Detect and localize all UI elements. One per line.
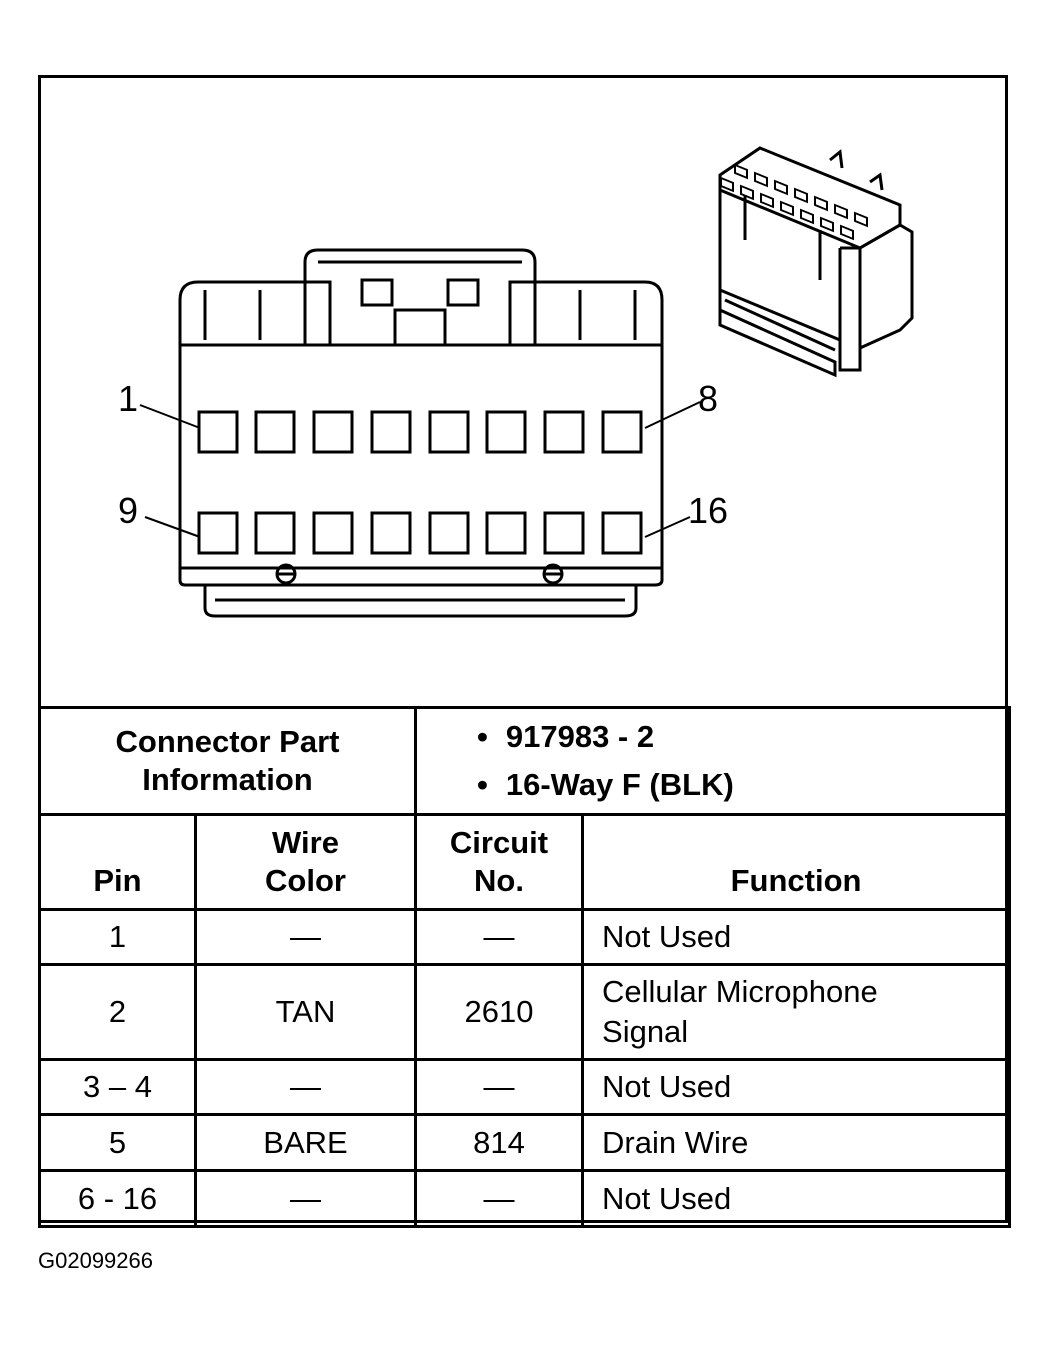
function-cell: Not Used bbox=[581, 908, 1012, 966]
circuit-cell: — bbox=[414, 1169, 585, 1228]
figure-id: G02099266 bbox=[38, 1248, 153, 1273]
iso-pin-cavity bbox=[834, 203, 848, 220]
connector-part-info-values: 917983 - 2 16-Way F (BLK) bbox=[414, 706, 1012, 816]
function-line1: Cellular Microphone bbox=[602, 974, 878, 1009]
iso-pin-cavity bbox=[774, 179, 788, 196]
connector-part-info-line1: Connector Part bbox=[115, 724, 340, 759]
wire-color-cell: BARE bbox=[193, 1113, 418, 1172]
circuit-cell: — bbox=[414, 908, 585, 966]
table-row: 2 TAN 2610 Cellular Microphone Signal bbox=[38, 963, 1012, 1061]
table-row: 6 - 16 — — Not Used bbox=[38, 1169, 1012, 1228]
wire-color-cell: — bbox=[193, 908, 418, 966]
pin-cavity-16 bbox=[601, 511, 643, 555]
pin-label-8: 8 bbox=[698, 378, 718, 419]
function-cell: Not Used bbox=[581, 1169, 1012, 1228]
pin-label-1: 1 bbox=[118, 378, 138, 419]
pin-cavity-5 bbox=[428, 410, 470, 454]
pin-cell: 5 bbox=[38, 1113, 197, 1172]
connector-pin-table: Connector Part Information 917983 - 2 16… bbox=[37, 706, 1012, 1228]
header-function-text: Function bbox=[730, 863, 862, 898]
wire-color-cell: TAN bbox=[193, 963, 418, 1061]
iso-pin-cavity bbox=[854, 211, 868, 228]
pin-cavity-4 bbox=[370, 410, 412, 454]
iso-pin-cavity bbox=[754, 171, 768, 188]
function-line2: Signal bbox=[602, 1014, 689, 1049]
pin-cavity-9 bbox=[197, 511, 239, 555]
pin-label-9: 9 bbox=[118, 490, 138, 531]
header-circuit-line2: No. bbox=[474, 863, 524, 898]
pin-cell: 6 - 16 bbox=[38, 1169, 197, 1228]
iso-pin-cavity bbox=[820, 216, 834, 233]
pin-cavity-3 bbox=[312, 410, 354, 454]
pin-cavity-12 bbox=[370, 511, 412, 555]
table-row: 5 BARE 814 Drain Wire bbox=[38, 1113, 1012, 1172]
connector-diagram: 1 8 9 16 bbox=[118, 146, 914, 618]
pin-cavity-15 bbox=[543, 511, 585, 555]
pin-cavity-8 bbox=[601, 410, 643, 454]
pin-cavity-6 bbox=[485, 410, 527, 454]
pin-cavities bbox=[197, 410, 643, 555]
header-wire-color-line1: Wire bbox=[272, 825, 339, 860]
header-circuit-no: Circuit No. bbox=[414, 813, 585, 911]
pin-cavity-11 bbox=[312, 511, 354, 555]
iso-pin-cavity bbox=[760, 192, 774, 209]
connector-part-info-line2: Information bbox=[142, 762, 313, 797]
iso-pin-cavity bbox=[740, 184, 754, 201]
wire-color-cell: — bbox=[193, 1058, 418, 1116]
table-row: 1 — — Not Used bbox=[38, 908, 1012, 966]
header-circuit-line1: Circuit bbox=[449, 825, 549, 860]
header-pin: Pin bbox=[38, 813, 197, 911]
iso-pin-cavity bbox=[800, 208, 814, 225]
header-wire-color: Wire Color bbox=[193, 813, 418, 911]
pin-label-16: 16 bbox=[688, 490, 728, 531]
pin-cavity-13 bbox=[428, 511, 470, 555]
connector-isometric-view bbox=[718, 146, 914, 378]
iso-pin-cavity bbox=[734, 163, 748, 180]
table-row: 3 – 4 — — Not Used bbox=[38, 1058, 1012, 1116]
circuit-cell: 2610 bbox=[414, 963, 585, 1061]
pin-cell: 2 bbox=[38, 963, 197, 1061]
pin-cell: 1 bbox=[38, 908, 197, 966]
function-cell: Drain Wire bbox=[581, 1113, 1012, 1172]
pin-leader-lines bbox=[139, 401, 701, 538]
iso-pin-cavity bbox=[814, 195, 828, 212]
connector-face bbox=[178, 248, 664, 618]
pin-cavity-2 bbox=[254, 410, 296, 454]
part-number: 917983 - 2 bbox=[477, 713, 1008, 761]
header-wire-color-line2: Color bbox=[265, 863, 346, 898]
pin-cavity-10 bbox=[254, 511, 296, 555]
iso-pin-cavity bbox=[794, 187, 808, 204]
circuit-cell: 814 bbox=[414, 1113, 585, 1172]
wire-color-cell: — bbox=[193, 1169, 418, 1228]
pin-cavity-1 bbox=[197, 410, 239, 454]
iso-pin-cavity bbox=[780, 200, 794, 217]
connector-description: 16-Way F (BLK) bbox=[477, 761, 1008, 809]
iso-pin-cavity bbox=[720, 176, 734, 193]
function-cell: Not Used bbox=[581, 1058, 1012, 1116]
header-pin-text: Pin bbox=[93, 863, 142, 898]
circuit-cell: — bbox=[414, 1058, 585, 1116]
iso-pin-cavity bbox=[840, 224, 854, 241]
function-cell: Cellular Microphone Signal bbox=[581, 963, 1012, 1061]
pin-cavity-7 bbox=[543, 410, 585, 454]
connector-part-info-label: Connector Part Information bbox=[37, 706, 418, 816]
pin-cell: 3 – 4 bbox=[38, 1058, 197, 1116]
header-function: Function bbox=[581, 813, 1012, 911]
isometric-pin-cavities bbox=[720, 163, 868, 241]
pin-cavity-14 bbox=[485, 511, 527, 555]
